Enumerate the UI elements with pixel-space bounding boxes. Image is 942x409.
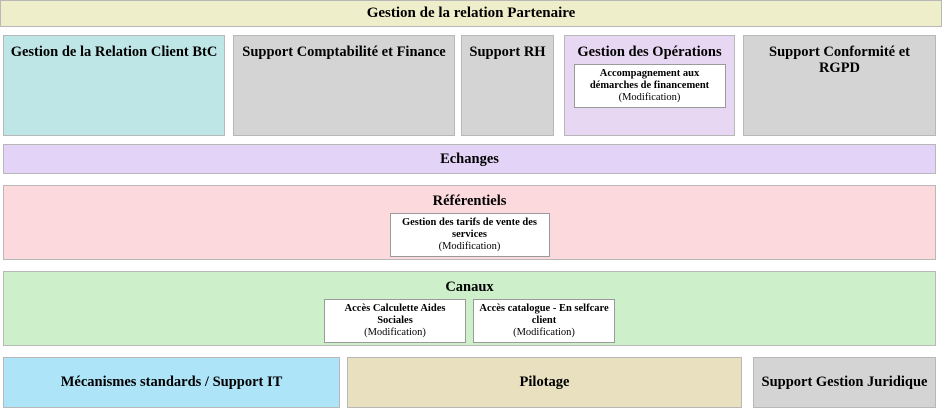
domain-title: Mécanismes standards / Support IT	[60, 374, 283, 391]
capability-card-state: (Modification)	[364, 327, 426, 339]
domain-title: Support RH	[469, 44, 546, 60]
band-title: Echanges	[440, 150, 499, 167]
capability-card-state: (Modification)	[618, 92, 681, 104]
capability-card-list: Accès Calculette Aides Sociales (Modific…	[324, 299, 615, 344]
band-title: Référentiels	[432, 193, 507, 209]
domain-title: Support Comptabilité et Finance	[242, 44, 446, 60]
domain-title: Pilotage	[519, 374, 570, 391]
band-canaux[interactable]: Canaux Accès Calculette Aides Sociales (…	[3, 271, 936, 346]
domain-title: Gestion de la Relation Client BtC	[10, 44, 218, 60]
capability-card[interactable]: Accompagnement aux démarches de financem…	[573, 64, 726, 109]
banner-title: Gestion de la relation Partenaire	[366, 5, 576, 22]
domain-support-gestion-juridique[interactable]: Support Gestion Juridique	[753, 357, 936, 408]
capability-card-list: Accompagnement aux démarches de financem…	[573, 64, 726, 109]
domain-title: Support Conformité et RGPD	[769, 44, 910, 77]
band-echanges[interactable]: Echanges	[3, 144, 936, 174]
capability-card-label: Accompagnement aux démarches de financem…	[589, 68, 710, 92]
domain-support-comptabilite-finance[interactable]: Support Comptabilité et Finance	[233, 35, 455, 136]
band-referentiels[interactable]: Référentiels Gestion des tarifs de vente…	[3, 185, 936, 260]
capability-card[interactable]: Gestion des tarifs de vente des services…	[389, 213, 550, 258]
banner-gestion-relation-partenaire[interactable]: Gestion de la relation Partenaire	[0, 0, 942, 27]
domain-title: Gestion des Opérations	[577, 44, 722, 60]
domain-gestion-des-operations[interactable]: Gestion des Opérations Accompagnement au…	[564, 35, 735, 136]
capability-card-label: Accès Calculette Aides Sociales	[344, 303, 446, 327]
domain-mecanismes-standards-support-it[interactable]: Mécanismes standards / Support IT	[3, 357, 340, 408]
capability-card-state: (Modification)	[438, 241, 501, 253]
domain-support-conformite-rgpd[interactable]: Support Conformité et RGPD	[743, 35, 936, 136]
domain-pilotage[interactable]: Pilotage	[347, 357, 742, 408]
capability-card[interactable]: Accès Calculette Aides Sociales (Modific…	[324, 299, 466, 344]
band-title: Canaux	[445, 279, 494, 295]
capability-card-list: Gestion des tarifs de vente des services…	[389, 213, 550, 258]
capability-card-label: Accès catalogue - En selfcare client	[479, 303, 609, 327]
capability-card-state: (Modification)	[513, 327, 575, 339]
domain-gestion-relation-client-btc[interactable]: Gestion de la Relation Client BtC	[3, 35, 225, 136]
capability-card[interactable]: Accès catalogue - En selfcare client (Mo…	[473, 299, 615, 344]
capability-card-label: Gestion des tarifs de vente des services	[401, 217, 538, 241]
domain-title: Support Gestion Juridique	[761, 374, 928, 391]
domain-support-rh[interactable]: Support RH	[461, 35, 554, 136]
